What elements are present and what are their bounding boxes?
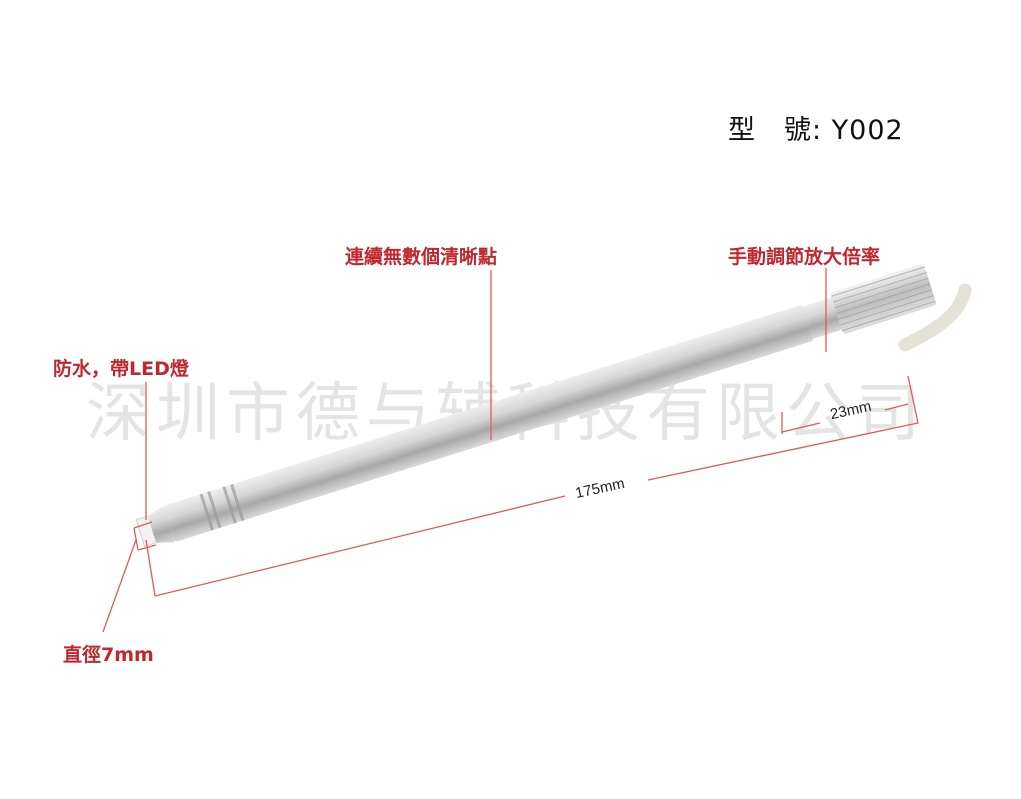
callout-continuous-focus-points: 連續無數個清晰點 [345, 246, 498, 268]
model-number-label: 型 號: Y002 [728, 115, 904, 146]
pen-body [135, 263, 936, 547]
usb-cable [898, 283, 972, 352]
dimension-guides [102, 268, 919, 633]
callout-waterproof-led: 防水，帶LED燈 [53, 358, 189, 380]
callout-diameter: 直徑7mm [63, 644, 154, 666]
callout-manual-zoom: 手動調節放大倍率 [728, 246, 881, 268]
